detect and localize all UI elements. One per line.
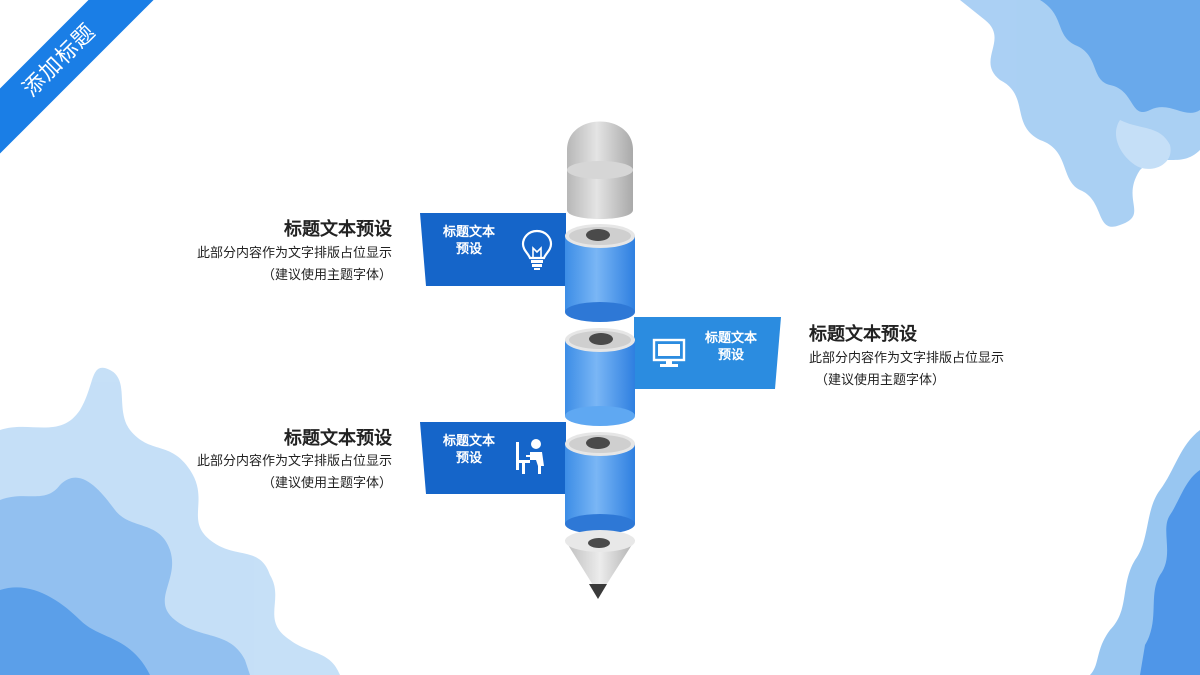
item-1-desc-line1: 此部分内容作为文字排版占位显示 — [196, 246, 392, 261]
splash-bottom-right — [1090, 430, 1200, 675]
item-1-desc-line2: （建议使用主题字体） — [261, 268, 392, 283]
tag-label-3-line1: 标题文本 — [442, 434, 495, 449]
tag-label-1-line1: 标题文本 — [442, 225, 495, 240]
item-3-desc-line2: （建议使用主题字体） — [261, 476, 392, 491]
pencil-segment-2 — [565, 328, 635, 426]
tag-label-1: 标题文本 预设 — [426, 224, 512, 258]
item-3-description: 此部分内容作为文字排版占位显示 （建议使用主题字体） — [120, 451, 392, 495]
tag-ribbon-2 — [634, 317, 781, 389]
item-2-title: 标题文本预设 — [809, 324, 917, 345]
tag-ribbon-3 — [420, 422, 566, 494]
tag-label-2-line1: 标题文本 — [704, 331, 757, 346]
pencil-tip — [565, 530, 635, 599]
pencil-segment-3 — [565, 432, 635, 534]
splash-bottom-left — [0, 367, 340, 675]
item-2-desc-line2: （建议使用主题字体） — [815, 373, 946, 388]
item-2-desc-line1: 此部分内容作为文字排版占位显示 — [809, 351, 1005, 366]
item-3-title: 标题文本预设 — [284, 428, 392, 449]
pencil-segment-1 — [565, 224, 635, 322]
tag-label-1-line2: 预设 — [455, 242, 482, 257]
tag-label-3-line2: 预设 — [455, 451, 482, 466]
tag-label-2-line2: 预设 — [717, 348, 744, 363]
pencil-eraser — [567, 121, 633, 219]
item-1-title: 标题文本预设 — [284, 219, 392, 240]
tag-label-3: 标题文本 预设 — [426, 433, 512, 467]
lightbulb-icon — [521, 229, 553, 270]
item-3-desc-line1: 此部分内容作为文字排版占位显示 — [196, 454, 392, 469]
splash-top-right — [960, 0, 1200, 227]
monitor-icon — [652, 338, 686, 367]
tag-label-2: 标题文本 预设 — [686, 330, 776, 364]
person-at-desk-icon — [516, 439, 544, 474]
item-2-description: 此部分内容作为文字排版占位显示 （建议使用主题字体） — [809, 348, 1089, 392]
tag-ribbon-1 — [420, 213, 566, 286]
item-1-description: 此部分内容作为文字排版占位显示 （建议使用主题字体） — [120, 243, 392, 287]
